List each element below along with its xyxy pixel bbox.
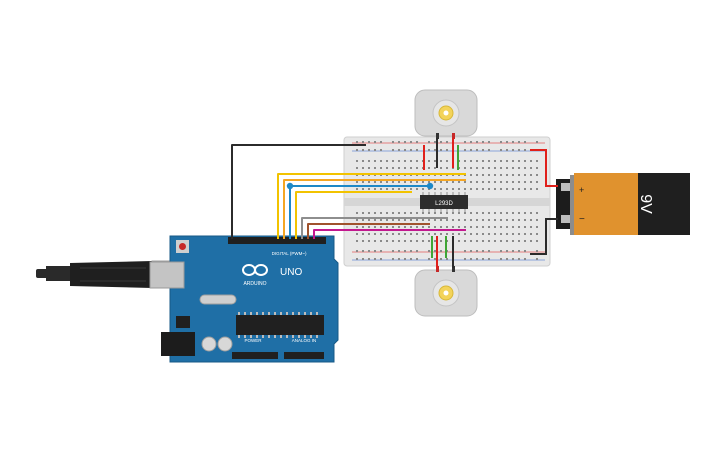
chip-label: L293D xyxy=(435,201,453,207)
wire-brown xyxy=(307,223,430,239)
power-header-label: POWER xyxy=(244,338,262,343)
wire-magenta xyxy=(313,229,466,239)
arduino-brand-label: ARDUINO xyxy=(243,281,266,287)
arduino-uno-board[interactable]: ARDUINO UNO DIGITAL (PWM~) POWER ANALOG … xyxy=(149,235,339,363)
battery-minus-label: − xyxy=(579,214,585,225)
motor-leads xyxy=(423,138,459,268)
motor-bottom[interactable] xyxy=(414,266,478,317)
signal-wires[interactable] xyxy=(231,144,466,239)
l293d-chip[interactable]: L293D xyxy=(420,192,468,212)
wire-black-gnd xyxy=(231,144,366,239)
arduino-logo-icon xyxy=(242,264,268,276)
battery-voltage-label: 9V xyxy=(637,194,654,214)
arduino-model-label: UNO xyxy=(280,267,302,278)
wire-yellow-1 xyxy=(277,173,466,239)
digital-header-label: DIGITAL (PWM~) xyxy=(272,251,307,256)
wire-orange xyxy=(283,179,466,239)
battery-leads xyxy=(530,149,558,255)
battery-plus-label: + xyxy=(579,185,584,195)
motor-top[interactable] xyxy=(414,89,478,139)
analog-header-label: ANALOG IN xyxy=(292,338,317,343)
breadboard-holes xyxy=(356,141,538,260)
wire-gray xyxy=(301,217,448,239)
wire-yellow-2 xyxy=(295,191,412,239)
battery-9v[interactable]: + − 9V xyxy=(556,173,690,235)
